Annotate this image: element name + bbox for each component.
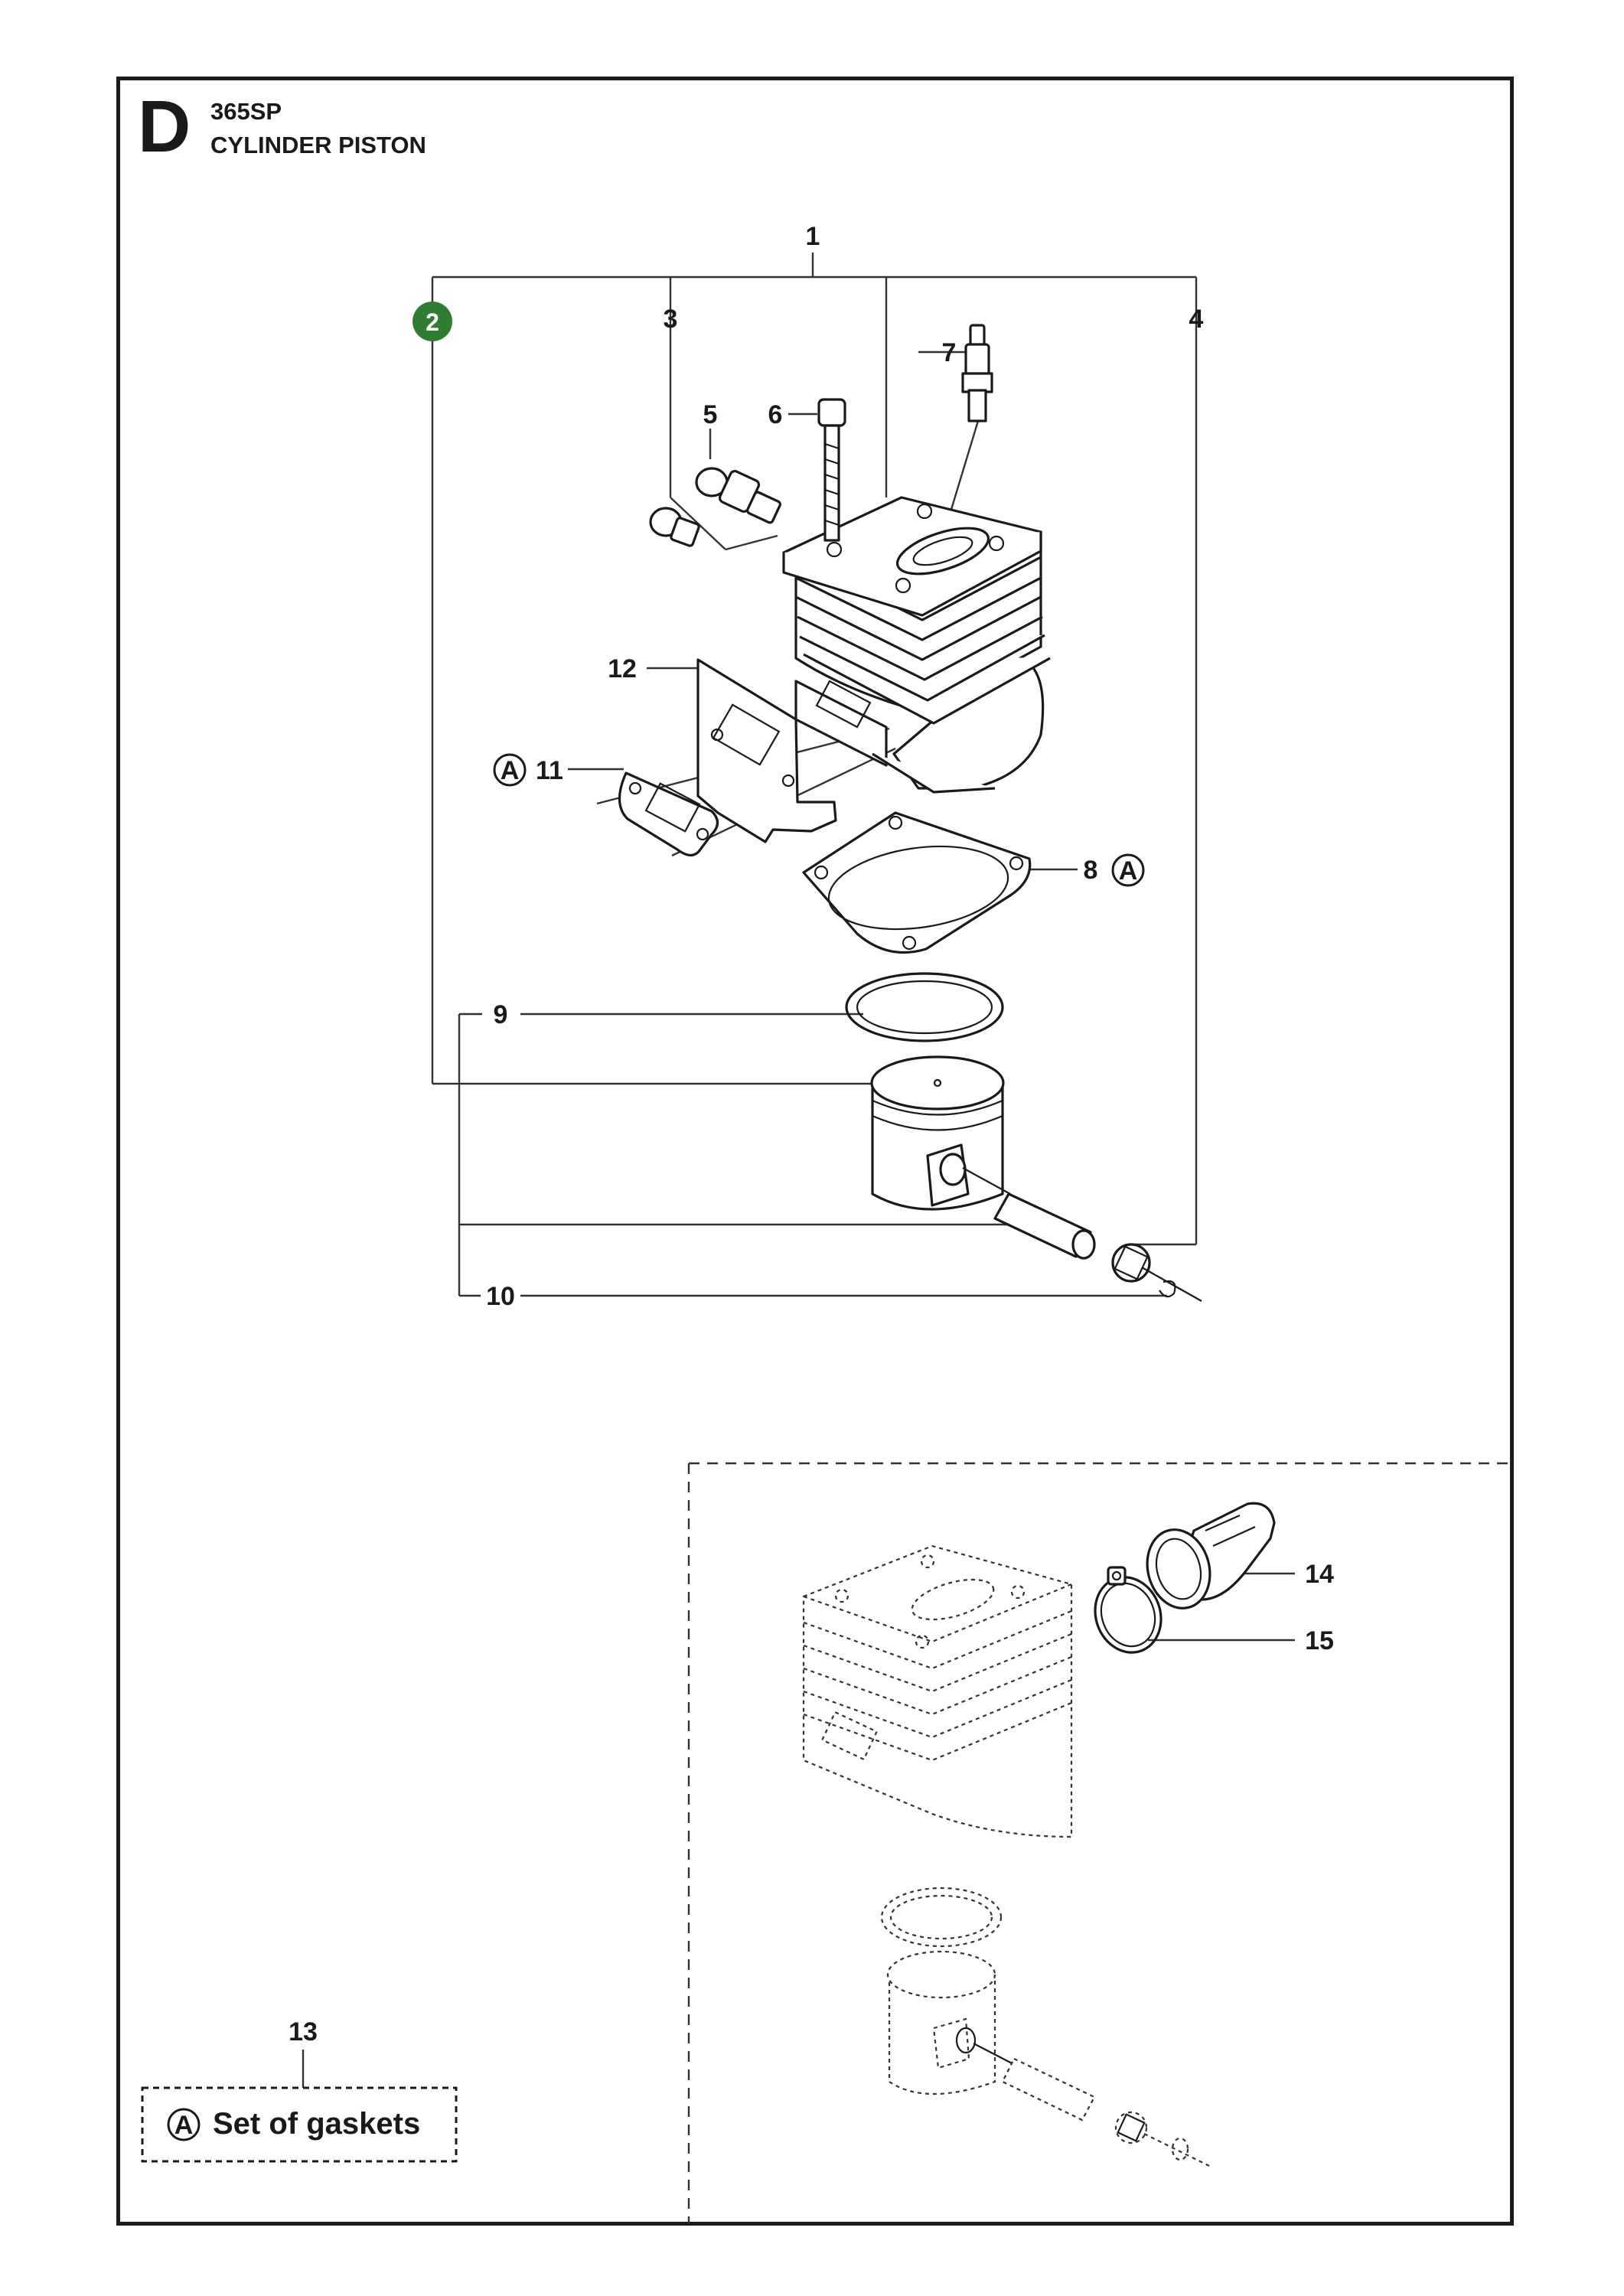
callout-14: 14 [1305,1560,1334,1589]
callout-9: 9 [494,1000,508,1029]
callout-11: 11 [536,756,563,785]
marker-a-icon: A [1119,856,1138,885]
gasket-set-box: A Set of gaskets [141,2086,458,2163]
callout-6: 6 [768,400,783,429]
piston-pin-illustration [962,1167,1202,1302]
piston-ring-illustration [845,972,1004,1042]
exhaust-gasket-illustration [618,771,719,857]
callout-12: 12 [608,654,637,683]
callout-8: 8 [1084,856,1098,885]
intake-manifold-illustration [1146,1502,1276,1609]
callout-13: 13 [289,2017,318,2047]
gasket-set-marker-icon: A [174,2111,194,2140]
callout-labels: 1 3 4 5 6 7 12 11 8 9 10 14 15 13 [289,222,1334,2047]
callout-10: 10 [486,1282,515,1311]
inset-cylinder-illustration [802,1544,1210,2167]
gasket-marker-8: A [1111,853,1145,887]
section-title: CYLINDER PISTON [210,132,426,158]
assembly-badge-label: 2 [426,308,439,336]
callout-15: 15 [1305,1626,1334,1655]
callout-1: 1 [806,222,820,251]
callout-5: 5 [703,400,718,429]
hose-clamp-illustration [1094,1566,1163,1654]
section-letter: D [138,86,191,168]
piston-illustration [870,1055,1005,1211]
assembly-badge: 2 [413,302,452,341]
exhaust-plate-illustration [696,658,837,843]
gasket-marker-11: A [493,753,527,787]
marker-a-icon: A [501,756,520,785]
page-frame [116,77,1514,2226]
callout-7: 7 [942,338,957,367]
cylinder-illustration [782,496,1051,794]
bolts-illustration [649,398,846,547]
spark-plug-illustration [961,324,993,422]
gasket-set-label: Set of gaskets [213,2107,420,2141]
base-gasket-illustration [802,811,1032,954]
callout-3: 3 [664,305,678,334]
callout-4: 4 [1189,305,1204,334]
model-name: 365SP [210,98,282,125]
